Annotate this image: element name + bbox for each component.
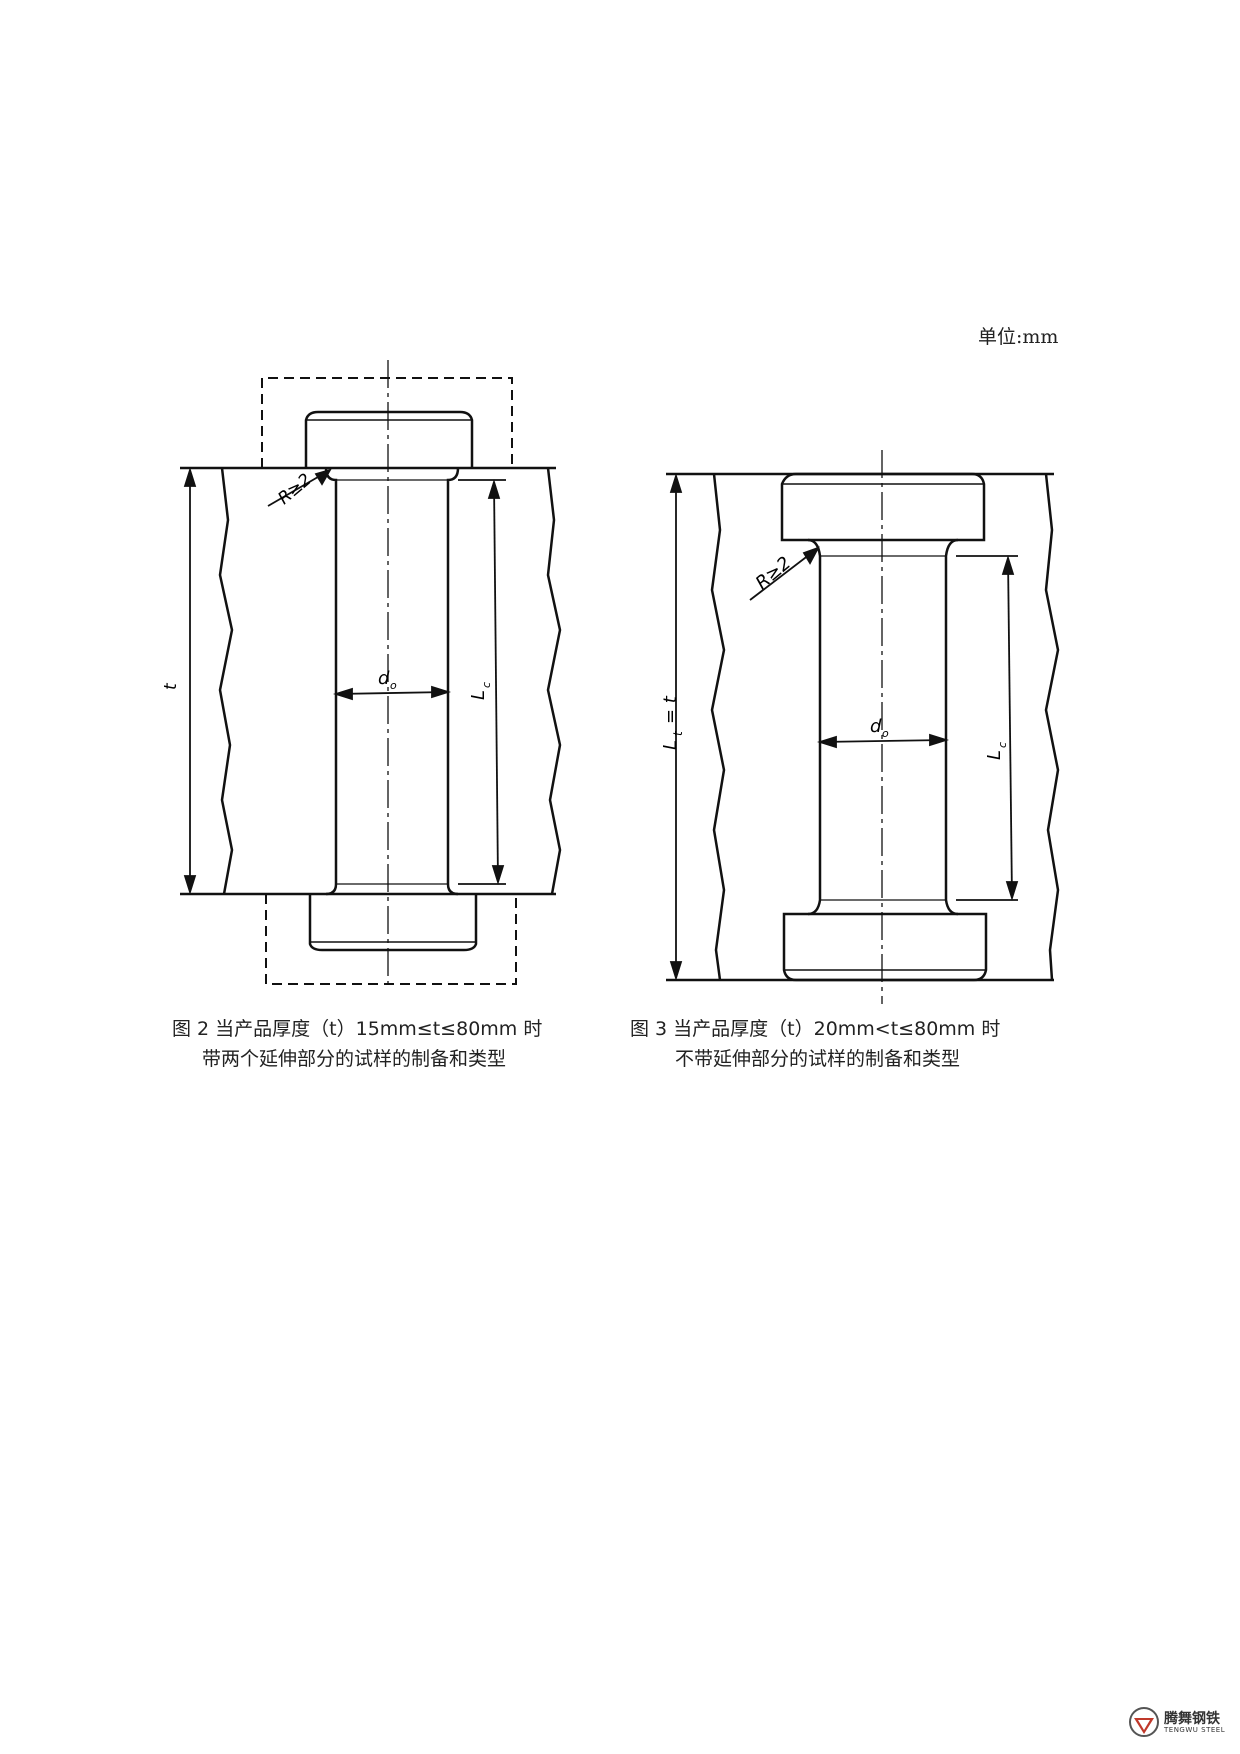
fig2-length-sub: c — [480, 682, 493, 688]
top-extension-head — [304, 410, 474, 468]
company-logo: 腾舞钢铁 TENGWU STEEL — [1128, 1702, 1240, 1742]
specimen-body — [807, 538, 822, 916]
figure-2-caption: 图 2 当产品厚度（t）15mm≤t≤80mm 时 带两个延伸部分的试样的制备和… — [172, 1014, 542, 1074]
fig3-total-length-eq: = t — [660, 695, 681, 724]
plate-right-break — [546, 467, 562, 895]
fig2-thickness-label: t — [161, 682, 181, 690]
fig3-length-label: L — [984, 750, 1005, 760]
fig3-total-length-label: L — [660, 740, 681, 750]
figure-2-caption-line1: 图 2 当产品厚度（t）15mm≤t≤80mm 时 — [172, 1018, 543, 1040]
fig2-diameter-label: d — [378, 668, 390, 689]
plate-left-break — [218, 467, 234, 895]
figure-3-caption-line1: 图 3 当产品厚度（t）20mm<t≤80mm 时 — [630, 1018, 1001, 1040]
figure-2-caption-line2: 带两个延伸部分的试样的制备和类型 — [202, 1048, 507, 1070]
plate-right-break — [1044, 473, 1060, 981]
fig3-total-length-sub: t — [671, 730, 685, 736]
fig3-diameter-sub: o — [882, 727, 889, 740]
bottom-dashed-region — [265, 894, 517, 985]
plate-left-break — [710, 473, 726, 981]
top-dashed-region — [261, 377, 513, 468]
fig2-length-label: L — [468, 690, 489, 700]
unit-label: 单位:mm — [978, 326, 1059, 348]
figure-3-caption: 图 3 当产品厚度（t）20mm<t≤80mm 时 不带延伸部分的试样的制备和类… — [630, 1014, 1000, 1074]
logo-mark-icon — [1129, 1707, 1159, 1737]
logo-name: 腾舞钢铁 — [1164, 1711, 1220, 1727]
bottom-extension-head — [308, 894, 478, 952]
figure-3-caption-line2: 不带延伸部分的试样的制备和类型 — [675, 1048, 961, 1070]
fig3-diameter-label: d — [870, 716, 882, 737]
bottom-head — [782, 912, 988, 982]
fig3-length-sub: c — [996, 742, 1009, 748]
fig2-diameter-sub: o — [390, 679, 397, 692]
logo-subtitle: TENGWU STEEL — [1164, 1726, 1226, 1734]
fig3-radius-label: R≥2 — [752, 553, 795, 594]
